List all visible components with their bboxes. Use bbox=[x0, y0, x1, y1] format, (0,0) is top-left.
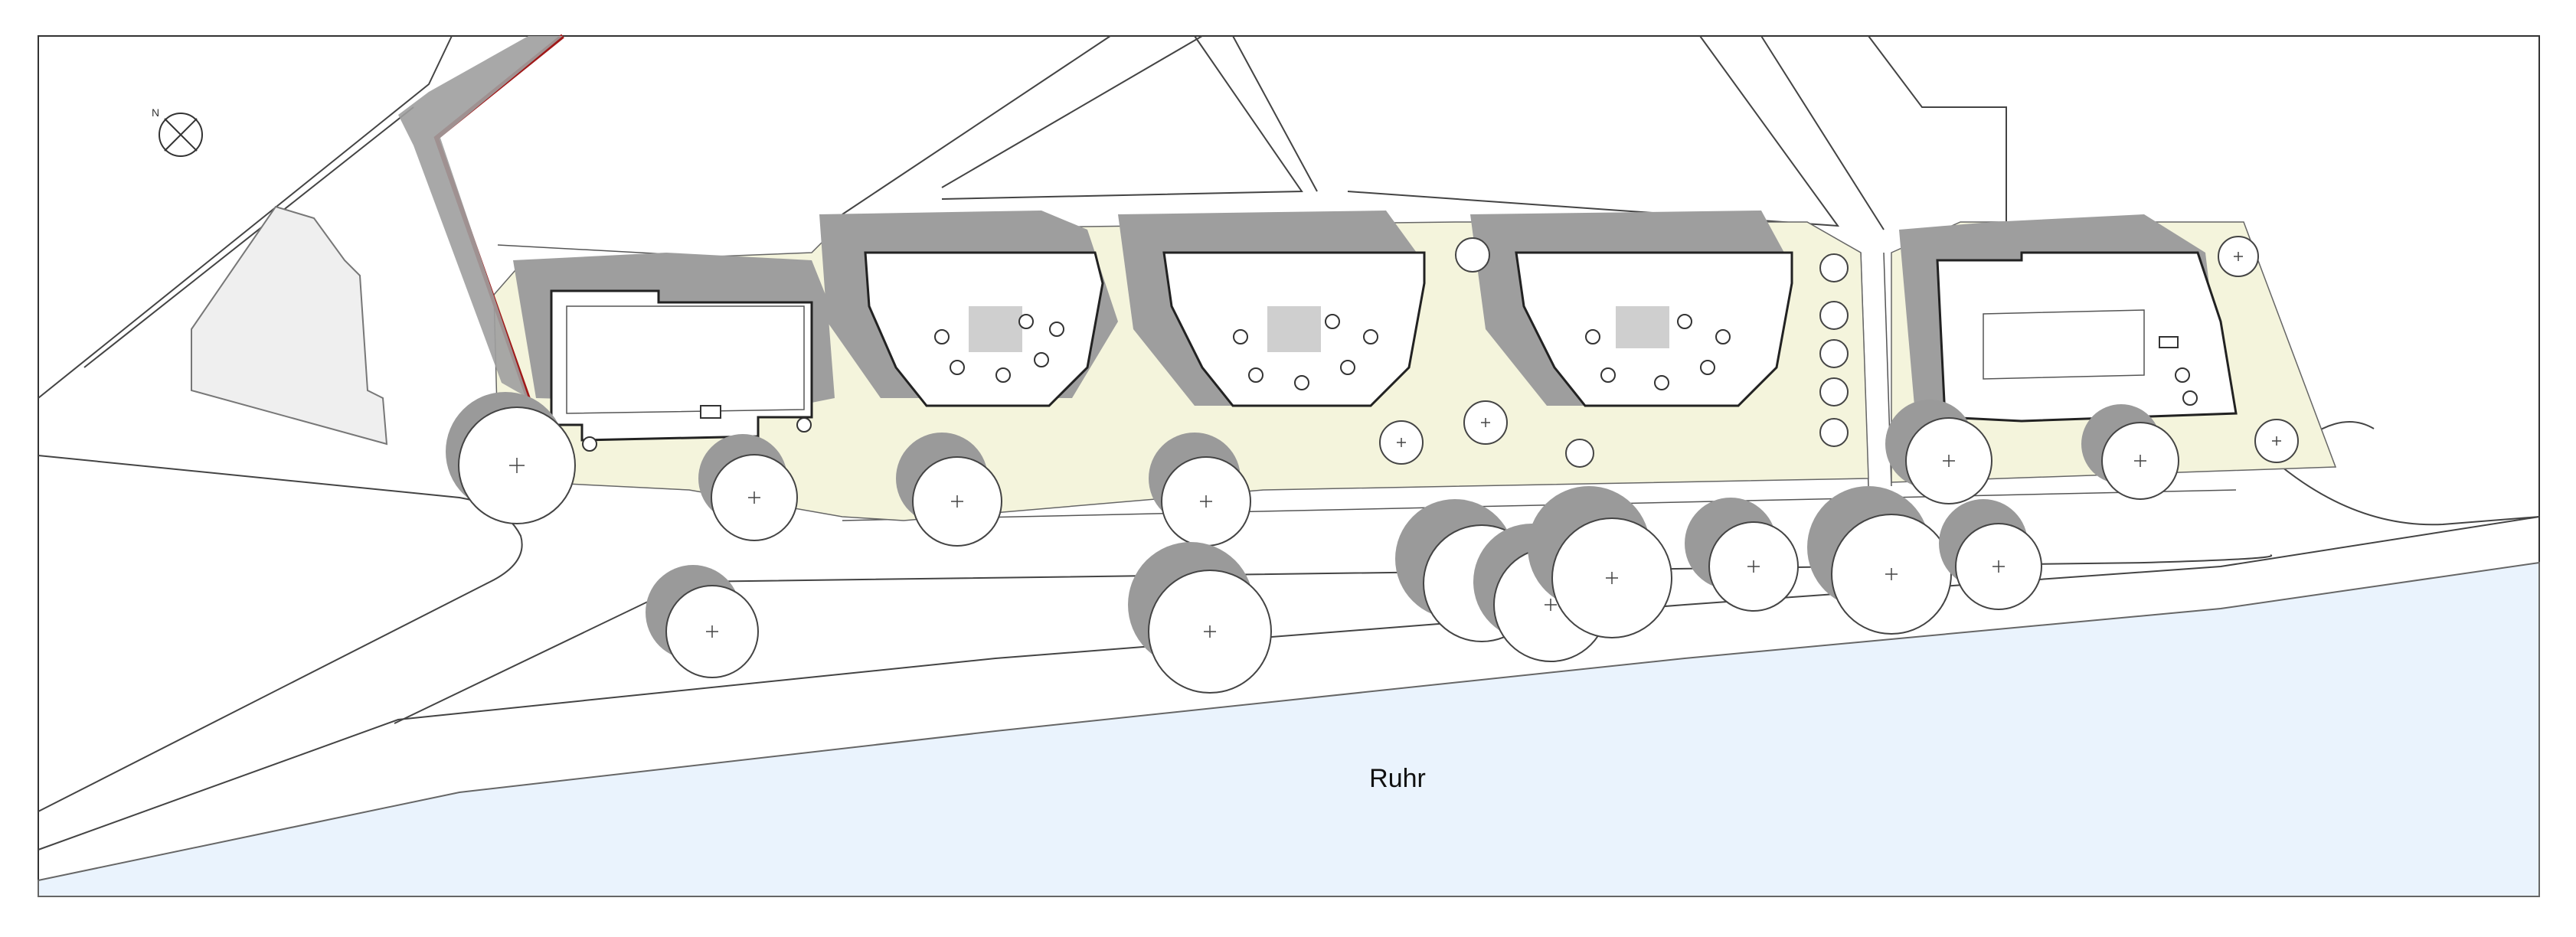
tree bbox=[1455, 237, 1490, 273]
tree bbox=[2081, 404, 2179, 500]
tree bbox=[1379, 420, 1424, 465]
tree bbox=[698, 434, 798, 541]
tree bbox=[2254, 419, 2299, 463]
tree bbox=[446, 392, 576, 524]
trees bbox=[446, 236, 2299, 694]
building-2 bbox=[819, 211, 1118, 407]
tree bbox=[1819, 418, 1849, 447]
tree bbox=[1685, 498, 1799, 612]
tree bbox=[2218, 236, 2259, 277]
tree bbox=[1807, 486, 1952, 635]
building-3 bbox=[1118, 211, 1426, 407]
tree bbox=[1819, 339, 1849, 368]
neighbor-building bbox=[191, 205, 388, 446]
tree bbox=[1128, 542, 1272, 694]
north-arrow-icon: N bbox=[152, 106, 203, 157]
tree bbox=[1939, 499, 2042, 610]
tree bbox=[1819, 377, 1849, 406]
tree bbox=[1565, 439, 1594, 468]
tree bbox=[1885, 400, 1992, 504]
tree bbox=[1528, 486, 1672, 638]
tree bbox=[1149, 433, 1251, 547]
river-ruhr bbox=[38, 561, 2540, 897]
tree bbox=[646, 565, 759, 678]
river-label: Ruhr bbox=[1369, 764, 1426, 793]
tree bbox=[1463, 400, 1508, 445]
svg-text:N: N bbox=[152, 106, 159, 119]
building-5 bbox=[1899, 214, 2238, 423]
tree bbox=[896, 433, 1002, 547]
building-4 bbox=[1470, 211, 1793, 407]
boundary-shadow bbox=[398, 36, 563, 398]
tree bbox=[1819, 253, 1849, 282]
building-1 bbox=[513, 253, 835, 452]
tree bbox=[1819, 301, 1849, 330]
